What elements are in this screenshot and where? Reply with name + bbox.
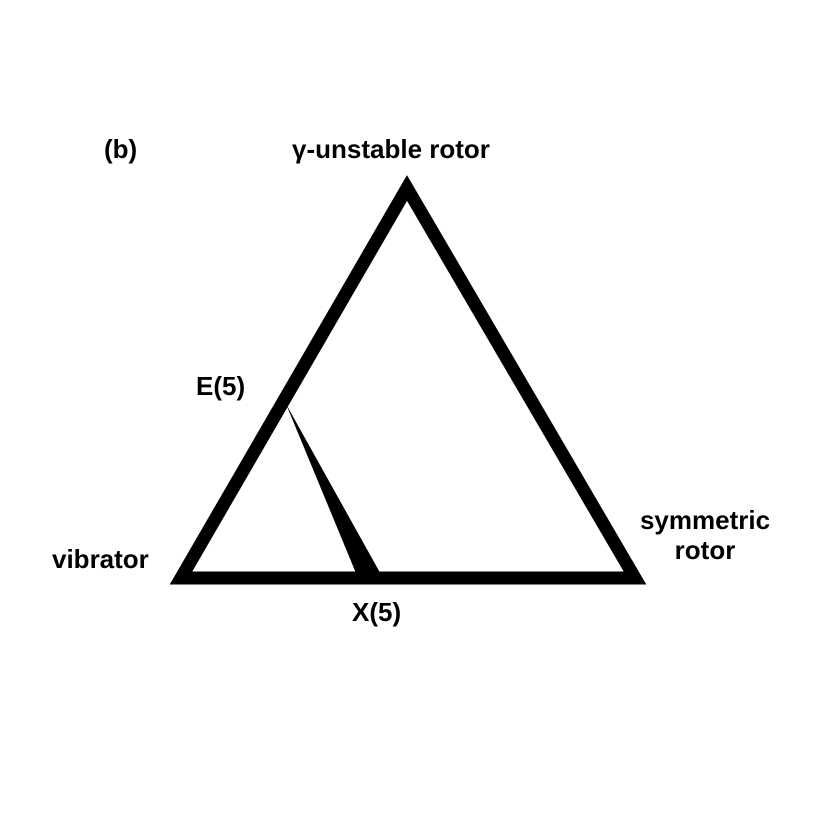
vertex-label-symmetric-rotor: symmetric rotor <box>620 505 790 565</box>
panel-label: (b) <box>104 134 138 164</box>
vertex-label-symmetric-line1: symmetric <box>639 505 771 535</box>
vertex-label-vibrator: vibrator <box>52 544 149 574</box>
casten-triangle <box>169 175 647 585</box>
phase-transition-region <box>286 404 383 578</box>
critical-point-label-e5: E(5) <box>196 371 246 401</box>
critical-point-label-x5: X(5) <box>352 597 402 627</box>
vertex-label-symmetric-line2: rotor <box>674 535 736 565</box>
vertex-label-gamma-unstable-rotor: γ-unstable rotor <box>292 134 490 164</box>
